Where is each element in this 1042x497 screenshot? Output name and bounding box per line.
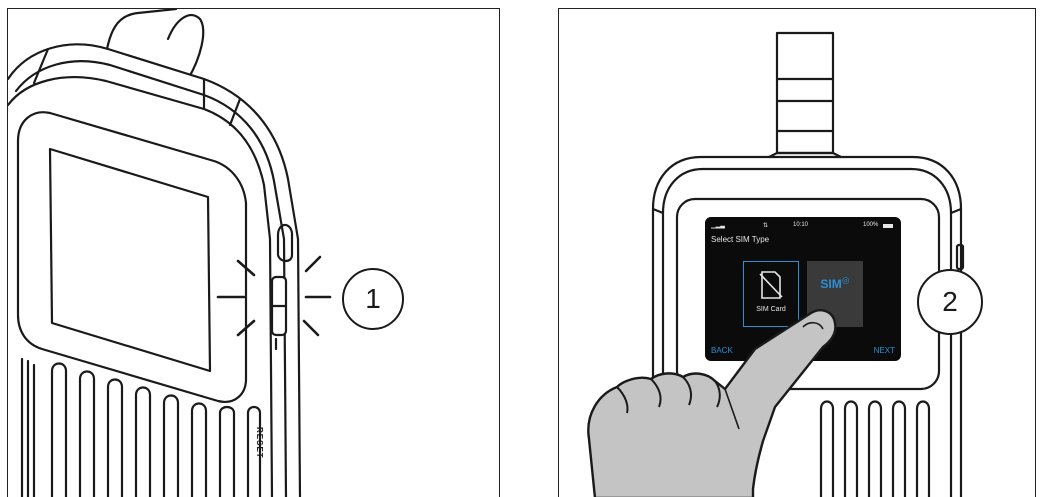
- status-bar: ▁▂▃ ⇅ 10:10 100%: [711, 222, 895, 232]
- esim-option[interactable]: SIM ◎: [807, 261, 863, 327]
- clock: 10:10: [793, 222, 808, 228]
- step-number: 2: [942, 286, 958, 318]
- step-number-badge: 1: [342, 268, 404, 330]
- sim-card-option[interactable]: SIM Card: [743, 261, 799, 327]
- reset-label: RESET: [255, 427, 264, 459]
- battery-percent: 100%: [863, 222, 878, 228]
- battery-icon: [883, 224, 893, 228]
- sim-card-label: SIM Card: [756, 306, 786, 313]
- step-2-panel: ▁▂▃ ⇅ 10:10 100% Select SIM Type SIM Car…: [558, 8, 1036, 497]
- next-button[interactable]: NEXT: [874, 346, 895, 355]
- device-screen: ▁▂▃ ⇅ 10:10 100% Select SIM Type SIM Car…: [705, 217, 901, 361]
- back-button[interactable]: BACK: [711, 346, 733, 355]
- device-side-illustration: [8, 9, 500, 497]
- sim-status-icon: ⇅: [763, 222, 768, 229]
- esim-label: SIM: [820, 277, 841, 291]
- step-number: 1: [365, 283, 381, 315]
- step-number-badge: 2: [917, 269, 983, 335]
- esim-signal-icon: ◎: [842, 275, 850, 286]
- screen-title: Select SIM Type: [711, 235, 769, 244]
- sim-card-crossed-icon: [758, 270, 784, 300]
- step-1-panel: 1 RESET: [7, 8, 500, 497]
- signal-icon: ▁▂▃: [711, 222, 725, 229]
